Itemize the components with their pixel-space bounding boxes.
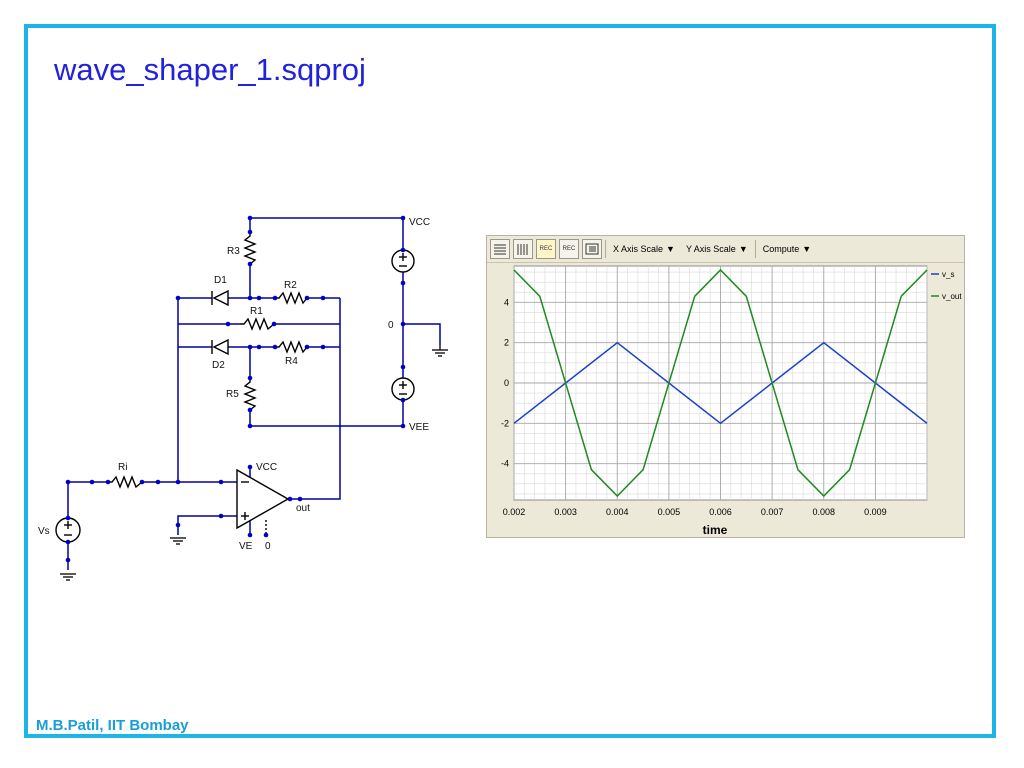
resistors: [108, 232, 308, 489]
dropdown-arrow-icon: ▼: [802, 244, 812, 254]
schematic-labels: VCC VEE 0 R3 D1 R2 R1 D2 R4 R5 Ri Vs VCC…: [38, 217, 430, 552]
y-tick-label: 4: [504, 297, 509, 307]
horizontal-grid-icon: [494, 244, 506, 255]
circuit-schematic: VCC VEE 0 R3 D1 R2 R1 D2 R4 R5 Ri Vs VCC…: [38, 215, 448, 581]
compute-label: Compute: [762, 244, 800, 254]
x-tick-label: 0.005: [658, 507, 681, 517]
rec-label: REC: [539, 246, 553, 252]
chart-legend: v_s v_out: [931, 270, 962, 301]
y-tick-label: -2: [501, 418, 509, 428]
label-vcc: VCC: [409, 217, 430, 228]
resistor-r1: [240, 317, 275, 331]
ac-source-vs: [55, 517, 81, 543]
label-opamp-ve: VE: [239, 541, 253, 552]
label-r5: R5: [226, 389, 239, 400]
schematic-wires: [67, 217, 441, 570]
resistor-r2: [275, 291, 308, 305]
resistor-r5: [243, 378, 257, 411]
list-icon: [585, 243, 599, 255]
label-node-0: 0: [388, 320, 394, 331]
x-tick-label: 0.009: [864, 507, 887, 517]
x-tick-label: 0.008: [812, 507, 835, 517]
series-layer: [513, 268, 928, 498]
toolbar-separator: [605, 240, 606, 258]
record-button[interactable]: REC: [536, 239, 556, 259]
label-out: out: [296, 503, 310, 514]
circuit-nodes: [65, 215, 406, 563]
y-tick-label: -4: [501, 459, 509, 469]
waveform-plot-window: REC REC X Axis Scale ▼ Y Axis Scale ▼ Co…: [486, 235, 965, 538]
series-line-v-s: [513, 341, 928, 425]
y-tick-label: 0: [504, 378, 509, 388]
dc-source-vcc: [391, 249, 415, 273]
label-r1: R1: [250, 306, 263, 317]
vertical-grid-icon: [517, 244, 528, 255]
label-d2: D2: [212, 360, 225, 371]
x-axis-label: time: [703, 523, 728, 537]
label-ri: Ri: [118, 462, 127, 473]
slide-title: wave_shaper_1.sqproj: [54, 52, 366, 87]
y-tick-label: 2: [504, 338, 509, 348]
x-tick-label: 0.004: [606, 507, 629, 517]
vertical-grid-button[interactable]: [513, 239, 533, 259]
label-r2: R2: [284, 280, 297, 291]
slide-footer: M.B.Patil, IIT Bombay: [36, 717, 189, 734]
series-line-v-out: [513, 268, 928, 498]
dropdown-arrow-icon: ▼: [666, 244, 675, 254]
x-tick-label: 0.007: [761, 507, 784, 517]
waveform-chart: 0.002 0.003 0.004 0.005 0.006 0.007 0.008 0.009…: [487, 263, 964, 537]
toolbar-separator: [754, 240, 756, 258]
label-r4: R4: [285, 356, 298, 367]
dropdown-arrow-icon: ▼: [738, 244, 748, 254]
ground-icon: [60, 573, 76, 581]
x-tick-label: 0.003: [554, 507, 577, 517]
x-axis-scale-label: X Axis Scale: [613, 244, 664, 254]
label-opamp-zero: 0: [265, 541, 271, 552]
legend-list-button[interactable]: [582, 239, 602, 259]
label-d1: D1: [214, 275, 227, 286]
legend-label: v_out: [942, 292, 962, 301]
x-axis-scale-menu[interactable]: X Axis Scale ▼: [609, 244, 679, 254]
diode-d1: [211, 289, 229, 307]
y-tick-labels: 4 2 0 -2 -4: [501, 297, 509, 468]
rec-bars-label: REC: [562, 246, 576, 252]
resistor-ri: [108, 475, 143, 489]
x-tick-label: 0.002: [503, 507, 526, 517]
diode-d2: [211, 338, 229, 356]
label-vs: Vs: [38, 526, 50, 537]
record-bars-button[interactable]: REC: [559, 239, 579, 259]
label-vee: VEE: [409, 422, 429, 433]
ground-icon: [432, 345, 448, 357]
dc-source-vee: [391, 377, 415, 401]
label-opamp-vcc: VCC: [256, 462, 277, 473]
horizontal-grid-button[interactable]: [490, 239, 510, 259]
resistor-r4: [275, 340, 308, 354]
plot-toolbar: REC REC X Axis Scale ▼ Y Axis Scale ▼ Co…: [487, 236, 964, 263]
ground-icon: [170, 537, 186, 545]
y-axis-scale-label: Y Axis Scale: [685, 244, 736, 254]
x-tick-label: 0.006: [709, 507, 732, 517]
compute-menu[interactable]: Compute ▼: [759, 244, 815, 254]
op-amp: [236, 468, 290, 535]
resistor-r3: [243, 232, 257, 265]
label-r3: R3: [227, 246, 240, 257]
y-axis-scale-menu[interactable]: Y Axis Scale ▼: [682, 244, 752, 254]
x-tick-labels: 0.002 0.003 0.004 0.005 0.006 0.007 0.008 0.009: [503, 507, 887, 517]
slide-frame: [24, 24, 996, 738]
legend-label: v_s: [942, 270, 954, 279]
